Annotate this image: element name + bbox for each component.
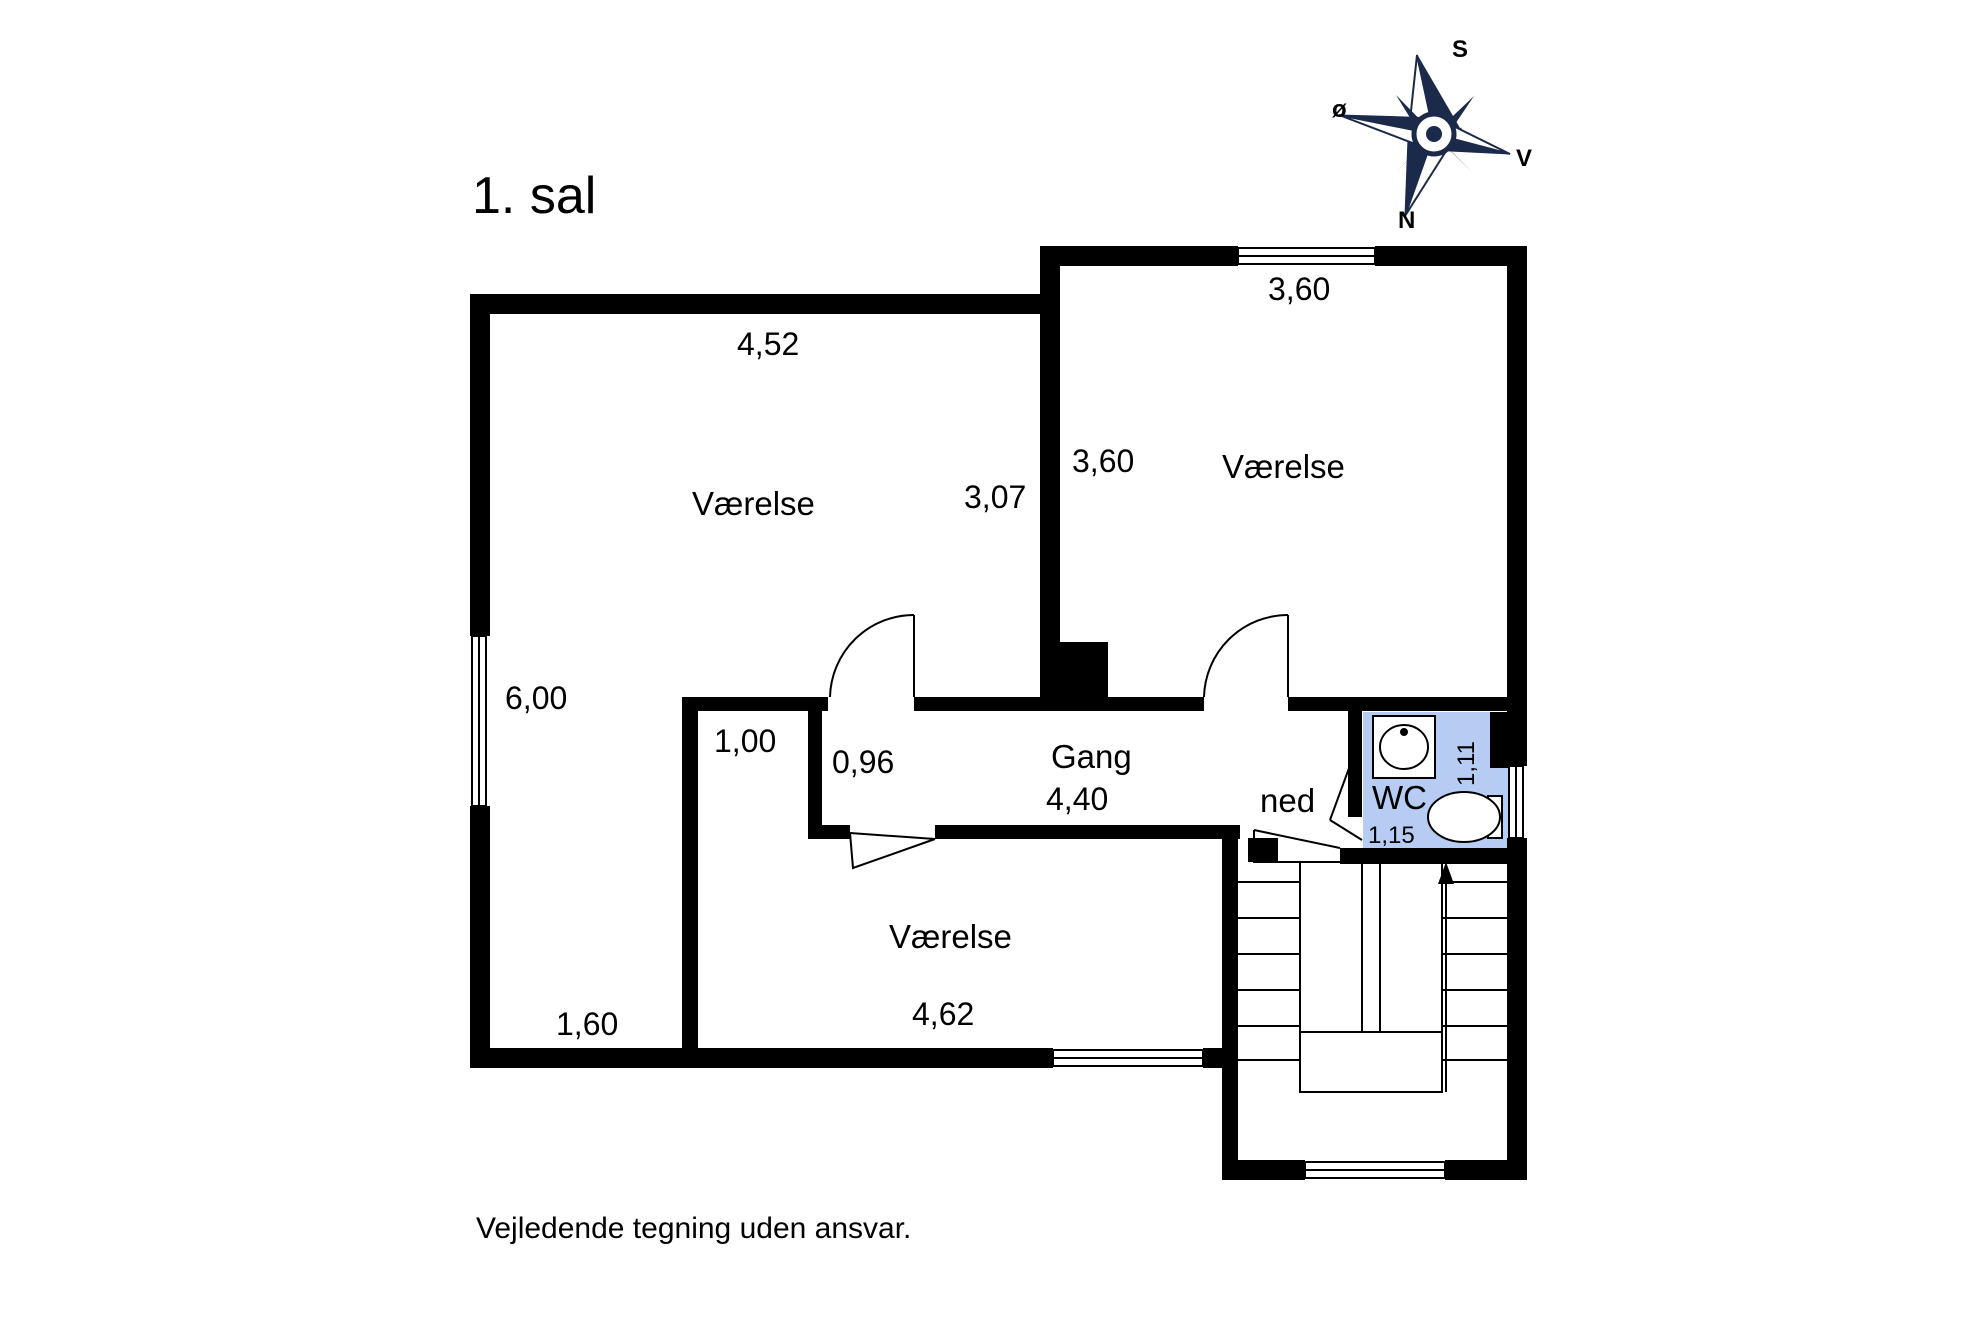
dimension-label: 6,00 bbox=[505, 680, 567, 716]
stair-direction-arrow bbox=[1438, 862, 1454, 884]
dimension-label: 1,60 bbox=[556, 1006, 618, 1042]
dimension-label: 3,60 bbox=[1072, 443, 1134, 479]
dimension-label: 3,07 bbox=[964, 479, 1026, 515]
room-label-wc: WC bbox=[1372, 779, 1427, 816]
compass-label-north: N bbox=[1398, 207, 1415, 234]
dimension-label: 4,62 bbox=[912, 996, 974, 1032]
compass-label-south: S bbox=[1452, 36, 1468, 63]
dimension-label: 4,52 bbox=[737, 326, 799, 362]
dimension-label: 0,96 bbox=[832, 744, 894, 780]
room-label-bedroom-1: Værelse bbox=[692, 485, 815, 522]
compass-label-east: ø bbox=[1332, 96, 1347, 123]
room-label-bedroom-2: Værelse bbox=[1222, 448, 1345, 485]
dimension-label: 3,60 bbox=[1268, 271, 1330, 307]
walls bbox=[470, 246, 1527, 1180]
dimension-label: 1,11 bbox=[1453, 741, 1480, 786]
windows bbox=[471, 247, 1524, 1179]
stair-label: ned bbox=[1260, 782, 1315, 819]
wc-fixtures bbox=[1372, 715, 1503, 843]
compass-label-west: V bbox=[1516, 145, 1532, 172]
dimension-label: 1,15 bbox=[1368, 822, 1415, 849]
compass-rose-icon bbox=[1338, 54, 1511, 217]
room-label-hallway: Gang bbox=[1051, 738, 1132, 775]
floor-title: 1. sal bbox=[472, 167, 596, 225]
dimension-label: 4,40 bbox=[1046, 781, 1108, 817]
dimension-label: 1,00 bbox=[714, 723, 776, 759]
room-label-bedroom-3: Værelse bbox=[889, 918, 1012, 955]
disclaimer-text: Vejledende tegning uden ansvar. bbox=[476, 1212, 912, 1245]
staircase bbox=[1238, 861, 1507, 1093]
